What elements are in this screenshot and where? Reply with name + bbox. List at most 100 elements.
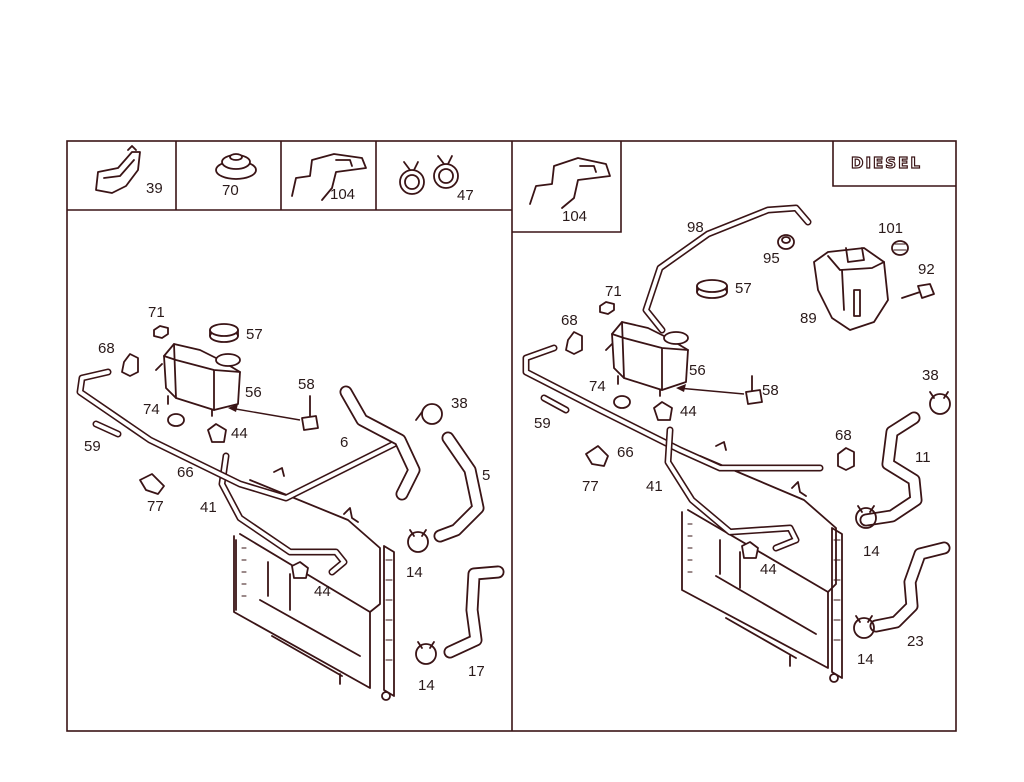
callout-label: 23	[907, 633, 924, 650]
callout-label: 71	[148, 304, 165, 321]
clamp-77-right	[585, 445, 609, 467]
callout-label: 58	[762, 382, 779, 399]
clip-44-left-lower	[291, 561, 309, 579]
callout-label: 57	[735, 280, 752, 297]
callout-label: 89	[800, 310, 817, 327]
callout-label: 5	[482, 467, 490, 484]
legend-label: 104	[330, 186, 355, 203]
callout-label: 44	[760, 561, 777, 578]
clamp-14-right-upper	[855, 505, 877, 529]
sensor-58-left	[301, 395, 319, 431]
clamp-38-left	[415, 403, 443, 425]
grommet-74-left	[167, 413, 185, 427]
callout-label: 101	[878, 220, 903, 237]
pipe-59-left	[92, 420, 122, 438]
callout-label: 14	[418, 677, 435, 694]
callout-label: 77	[582, 478, 599, 495]
callout-label: 59	[84, 438, 101, 455]
callout-label: 71	[605, 283, 622, 300]
legend-part-39-icon	[95, 145, 141, 194]
nut-71-left	[153, 325, 169, 339]
callout-label: 44	[680, 403, 697, 420]
callout-label: 74	[143, 401, 160, 418]
hose-23-right	[869, 541, 951, 633]
callouts-left: 71 57 68 56 58 38 74 44 6 59 5 66 77 41 …	[84, 304, 490, 694]
callout-label: 68	[561, 312, 578, 329]
callout-label: 56	[689, 362, 706, 379]
callout-label: 14	[406, 564, 423, 581]
legend-part-104-right-icon	[529, 157, 611, 209]
callout-label: 41	[200, 499, 217, 516]
pipe-41-left	[218, 452, 348, 576]
cap-57-left	[209, 323, 239, 343]
legend-part-70-icon	[215, 153, 257, 180]
hose-6-left	[339, 385, 421, 501]
clip-44-right-lower	[741, 541, 759, 559]
callout-label: 14	[857, 651, 874, 668]
callout-label: 11	[915, 449, 931, 466]
tank-89-right	[813, 247, 889, 331]
callout-label: 68	[835, 427, 852, 444]
callout-label: 6	[340, 434, 348, 451]
callout-label: 56	[245, 384, 262, 401]
radiator-right	[681, 441, 843, 683]
callout-label: 66	[177, 464, 194, 481]
callout-label: 95	[763, 250, 780, 267]
hose-5-left	[433, 431, 485, 543]
radiator-left	[233, 467, 395, 701]
clip-68-right-lower	[837, 447, 855, 471]
clamp-14-left-lower	[415, 641, 437, 665]
legend-labels: 39 70 104 47 104	[146, 180, 587, 225]
grommet-101-right	[891, 240, 909, 256]
pipe-66-left	[76, 368, 402, 502]
callout-label: 44	[231, 425, 248, 442]
pipe-66-right	[522, 344, 824, 472]
grommet-74-right	[613, 395, 631, 409]
callout-label: 66	[617, 444, 634, 461]
legend-label: 39	[146, 180, 163, 197]
callout-label: 41	[646, 478, 663, 495]
clip-44-left-upper	[207, 423, 227, 443]
callout-label: 77	[147, 498, 164, 515]
cap-57-right	[696, 279, 728, 299]
legend-label: 104	[562, 208, 587, 225]
pipe-41-right	[664, 426, 800, 552]
bolt-92-right	[901, 283, 935, 299]
legend-label: 70	[222, 182, 239, 199]
clamp-14-right-lower	[853, 615, 875, 639]
callout-label: 17	[468, 663, 485, 680]
callout-label: 59	[534, 415, 551, 432]
callout-label: 44	[314, 583, 331, 600]
callout-label: 14	[863, 543, 880, 560]
callout-label: 57	[246, 326, 263, 343]
clamp-14-left-upper	[407, 529, 429, 553]
clip-44-right-upper	[653, 401, 673, 421]
legend-label: 47	[457, 187, 474, 204]
clamp-77-left	[139, 473, 165, 495]
diesel-badge: DIESEL	[851, 154, 922, 172]
clip-68-right-upper	[565, 331, 583, 355]
clip-68-left	[121, 353, 139, 377]
clamp-38-right	[929, 391, 951, 415]
callout-label: 58	[298, 376, 315, 393]
callouts-right: 98 95 101 92 71 57 89 68 56 74 58 44 38 …	[534, 219, 939, 668]
callout-label: 38	[451, 395, 468, 412]
arrow-sensor-right	[676, 384, 745, 395]
callout-label: 98	[687, 219, 704, 236]
coolant-reservoir-right	[605, 321, 689, 397]
pipe-98-right	[642, 204, 812, 334]
hose-17-left	[443, 565, 505, 659]
sensor-58-right	[745, 375, 763, 405]
pipe-59-right	[540, 394, 570, 414]
callout-label: 92	[918, 261, 935, 278]
legend-part-47-icon	[399, 155, 459, 195]
arrow-sensor-left	[228, 404, 301, 421]
hose-11-right	[859, 411, 923, 527]
coolant-reservoir-left	[155, 343, 241, 417]
legend-part-104-icon	[291, 153, 367, 201]
callout-label: 74	[589, 378, 606, 395]
grommet-95-right	[777, 234, 795, 250]
nut-71-right	[599, 301, 615, 315]
callout-label: 68	[98, 340, 115, 357]
